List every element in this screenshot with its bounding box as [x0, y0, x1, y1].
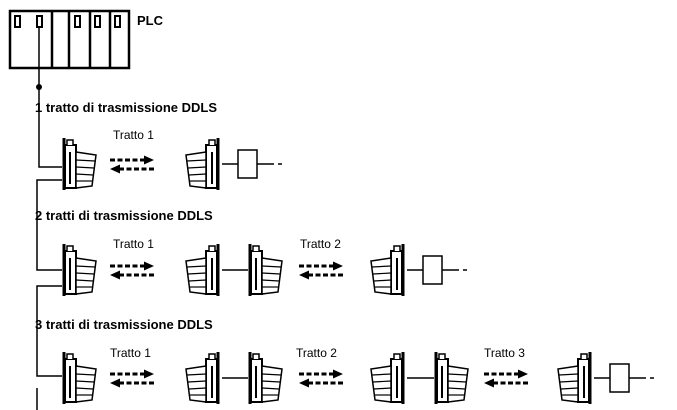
- ddls-unit: [556, 350, 592, 406]
- transmission-arrows: [482, 368, 530, 389]
- ddls-unit: [184, 242, 220, 298]
- section-1-heading: 1 tratto di trasmissione DDLS: [35, 100, 217, 115]
- bus-line: [36, 87, 62, 410]
- transmission-arrows: [108, 260, 156, 281]
- section-1-link-1-label: Tratto 1: [113, 128, 154, 142]
- ddls-unit: [184, 350, 220, 406]
- transmission-arrows: [108, 368, 156, 389]
- section-2-link-2-label: Tratto 2: [300, 237, 341, 251]
- transmission-arrows: [108, 154, 156, 175]
- ddls-unit: [62, 136, 98, 192]
- ddls-unit: [369, 350, 405, 406]
- transmission-arrows: [297, 260, 345, 281]
- ddls-unit: [62, 242, 98, 298]
- section-3-chain: [62, 350, 655, 406]
- section-2-heading: 2 tratti di trasmissione DDLS: [35, 208, 213, 223]
- terminator-resistor: [406, 255, 468, 285]
- section-3-link-2-label: Tratto 2: [296, 346, 337, 360]
- section-3-heading: 3 tratti di trasmissione DDLS: [35, 317, 213, 332]
- section-2-link-1-label: Tratto 1: [113, 237, 154, 251]
- ddls-unit: [248, 242, 284, 298]
- section-3-link-1-label: Tratto 1: [110, 346, 151, 360]
- ddls-unit: [184, 136, 220, 192]
- terminator-resistor: [593, 363, 655, 393]
- plc-block: [8, 9, 131, 90]
- terminator-resistor: [221, 149, 283, 179]
- section-3-link-3-label: Tratto 3: [484, 346, 525, 360]
- ddls-unit: [369, 242, 405, 298]
- plc-label: PLC: [137, 13, 164, 28]
- ddls-unit: [248, 350, 284, 406]
- ddls-unit: [62, 350, 98, 406]
- ddls-unit: [434, 350, 470, 406]
- section-2-chain: [62, 242, 468, 298]
- section-1-chain: [62, 136, 283, 192]
- transmission-arrows: [297, 368, 345, 389]
